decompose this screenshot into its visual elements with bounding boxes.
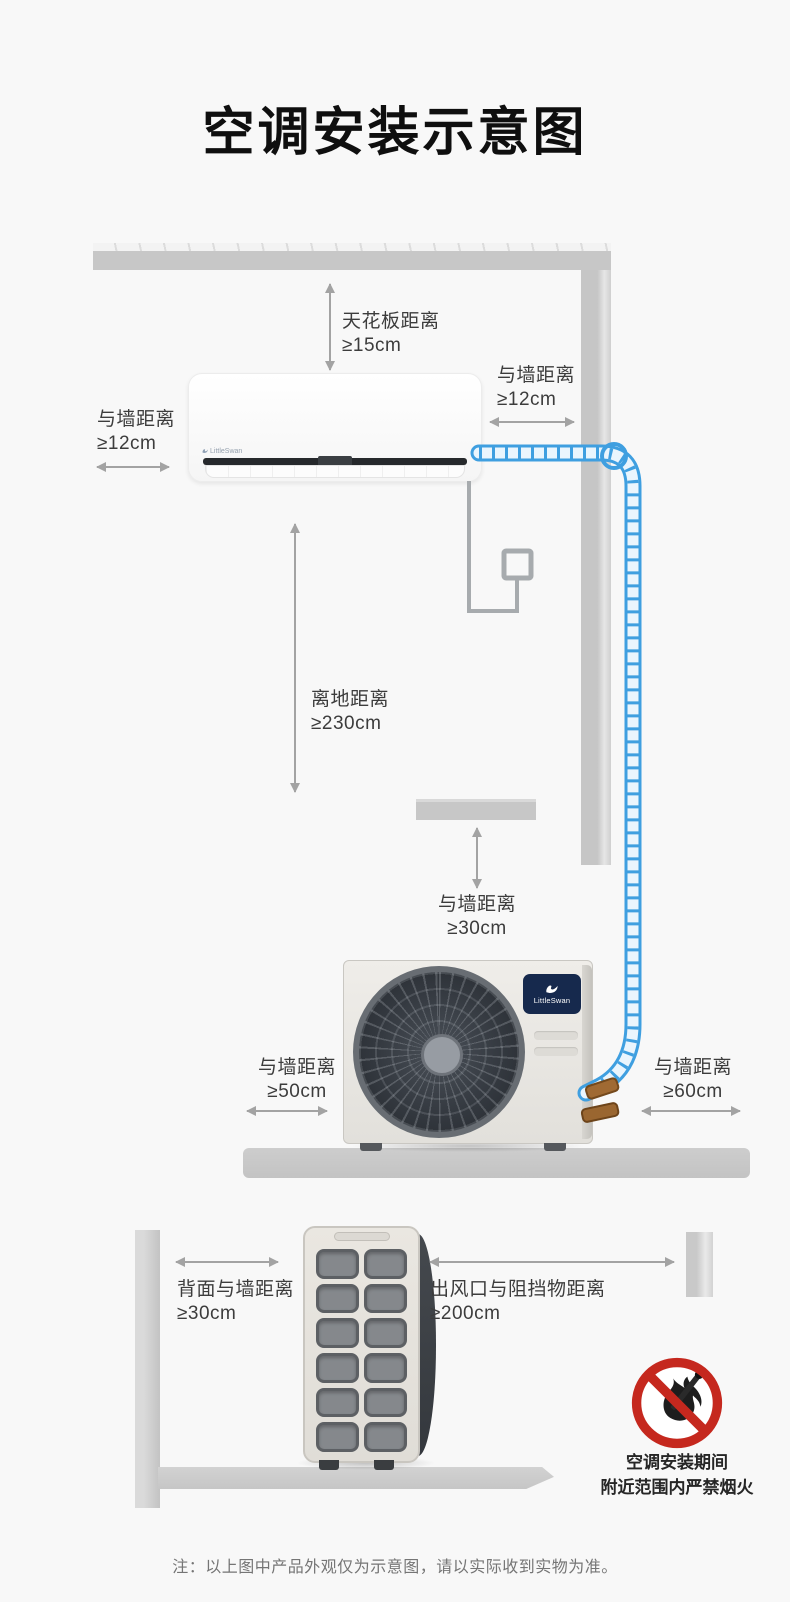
footer-note: 注：以上图中产品外观仅为示意图，请以实际收到实物为准。: [172, 1559, 618, 1576]
outdoor-foot: [360, 1143, 382, 1151]
label-outlet-clearance: 出风口与阻挡物距离 ≥200cm: [430, 1278, 606, 1326]
power-cord: [467, 481, 519, 613]
label-text: 与墙距离: [437, 894, 516, 915]
grille-cell: [364, 1422, 407, 1452]
label-value: ≥30cm: [177, 1303, 237, 1324]
arrow-outdoor-top-wall: [472, 827, 482, 889]
label-value: ≥15cm: [342, 335, 402, 356]
label-value: ≥200cm: [430, 1303, 501, 1324]
fan-hub: [421, 1034, 463, 1076]
warning-caption: 空调安装期间 附近范围内严禁烟火: [577, 1450, 777, 1500]
label-outdoor-left-wall: 与墙距离 ≥50cm: [251, 1056, 343, 1104]
outdoor-slat: [534, 1031, 578, 1040]
label-text: 出风口与阻挡物距离: [430, 1279, 606, 1300]
outdoor-brand-text: LittleSwan: [533, 996, 571, 1005]
arrow-outdoor-right-wall: [641, 1106, 741, 1116]
label-value: ≥12cm: [497, 389, 557, 410]
outdoor-unit: LittleSwan: [343, 960, 593, 1151]
label-back-wall: 背面与墙距离 ≥30cm: [177, 1278, 294, 1326]
grille-cell: [316, 1283, 359, 1314]
ceiling: [93, 243, 611, 270]
ground-platform: [243, 1148, 750, 1178]
swan-icon: [202, 449, 208, 453]
back-unit: [303, 1226, 420, 1470]
page-title: 空调安装示意图: [202, 104, 588, 162]
overhang-shelf: [416, 799, 536, 820]
floor-bottom: [158, 1467, 554, 1489]
outdoor-fan-grille: [353, 966, 525, 1138]
grille-cell: [364, 1249, 407, 1279]
grille-cell: [316, 1387, 359, 1418]
label-value: ≥12cm: [97, 433, 157, 454]
swan-icon: [546, 985, 558, 993]
back-unit-foot: [319, 1460, 339, 1470]
prohibition-slash: [646, 1372, 708, 1434]
right-wall-upper: [581, 270, 611, 865]
grille-cell: [364, 1387, 407, 1418]
label-text: 离地距离: [311, 689, 390, 710]
indoor-brand-logo: LittleSwan: [201, 447, 242, 455]
label-value: ≥30cm: [447, 918, 507, 939]
label-text: 与墙距离: [497, 365, 576, 386]
arrow-floor-clearance: [290, 523, 300, 793]
label-text: 天花板距离: [342, 311, 440, 332]
grille-cell: [316, 1318, 359, 1348]
warning-line: 空调安装期间: [626, 1453, 728, 1472]
outdoor-brand-badge: LittleSwan: [523, 974, 581, 1014]
power-outlet: [501, 548, 534, 581]
indoor-unit: LittleSwan: [188, 373, 482, 482]
label-text: 与墙距离: [653, 1057, 732, 1078]
prohibition-ring: [631, 1357, 723, 1449]
label-text: 与墙距离: [257, 1057, 336, 1078]
label-floor-clearance: 离地距离 ≥230cm: [311, 688, 389, 736]
arrow-outlet-clearance: [429, 1257, 675, 1267]
grille-cell: [316, 1352, 359, 1383]
arrow-ceiling-distance: [325, 283, 335, 371]
no-fire-icon: [631, 1357, 723, 1449]
label-text: 与墙距离: [97, 409, 176, 430]
arrow-indoor-left-wall: [96, 462, 170, 472]
outdoor-side-panel: [582, 965, 592, 1139]
grille-cell: [316, 1249, 359, 1279]
label-indoor-left-wall: 与墙距离 ≥12cm: [97, 408, 175, 456]
back-unit-handle: [334, 1232, 390, 1241]
label-indoor-right-wall: 与墙距离 ≥12cm: [497, 364, 575, 412]
arrow-outdoor-left-wall: [246, 1106, 328, 1116]
arrow-back-wall: [175, 1257, 279, 1267]
warning-line: 附近范围内严禁烟火: [600, 1478, 754, 1497]
outdoor-foot: [544, 1143, 566, 1151]
indoor-deflector-flap: [205, 465, 465, 478]
outdoor-slat: [534, 1047, 578, 1056]
label-value: ≥60cm: [663, 1081, 723, 1102]
grille-cell: [364, 1352, 407, 1383]
grille-cell: [364, 1318, 407, 1348]
back-unit-foot: [374, 1460, 394, 1470]
arrow-indoor-right-wall: [489, 417, 575, 427]
right-wall-bottom: [686, 1232, 713, 1297]
indoor-brand-text: LittleSwan: [210, 447, 243, 455]
label-ceiling-distance: 天花板距离 ≥15cm: [342, 310, 440, 358]
grille-cell: [364, 1283, 407, 1314]
label-outdoor-top-wall: 与墙距离 ≥30cm: [414, 893, 540, 941]
left-wall-bottom: [135, 1230, 160, 1508]
back-unit-grille: [316, 1249, 407, 1452]
label-value: ≥50cm: [267, 1081, 327, 1102]
label-outdoor-right-wall: 与墙距离 ≥60cm: [647, 1056, 739, 1104]
label-text: 背面与墙距离: [177, 1279, 295, 1300]
label-value: ≥230cm: [311, 713, 382, 734]
grille-cell: [316, 1422, 359, 1452]
